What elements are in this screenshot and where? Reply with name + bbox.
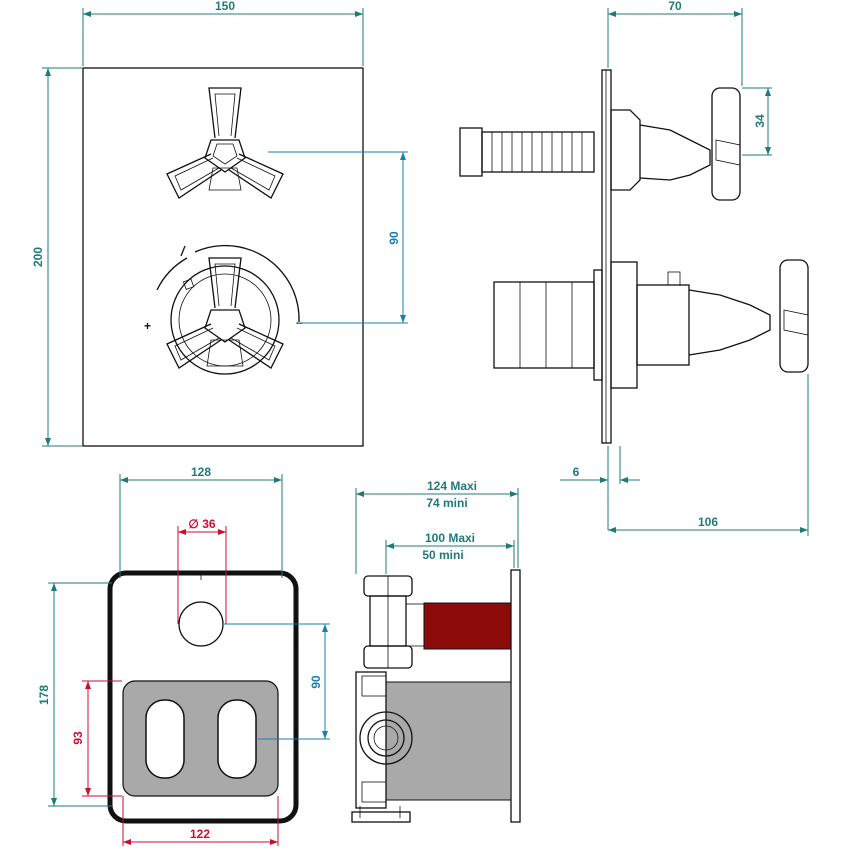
box-diameter-label: ∅ 36 bbox=[188, 517, 215, 531]
side-view: 70 34 6 106 bbox=[459, 0, 809, 536]
box-inner-max-label: 100 Maxi bbox=[425, 531, 475, 545]
box-spacing-label: 90 bbox=[309, 675, 323, 689]
side-plate-label: 6 bbox=[573, 465, 580, 479]
box-height-label: 178 bbox=[37, 685, 51, 705]
box-width-label: 128 bbox=[191, 465, 211, 479]
box-round-hole bbox=[178, 601, 224, 647]
side-plate bbox=[601, 69, 612, 444]
box-inner-min-label: 50 mini bbox=[422, 548, 463, 562]
plus-symbol: + bbox=[144, 319, 151, 333]
lower-spindle-icon bbox=[493, 259, 809, 389]
upper-handle-icon bbox=[166, 87, 284, 199]
box-max-label: 124 Maxi bbox=[427, 479, 477, 493]
box-min-label: 74 mini bbox=[426, 496, 467, 510]
side-total-label: 106 bbox=[698, 515, 718, 529]
box-side-view: 124 Maxi 74 mini 100 Maxi 50 mini bbox=[351, 479, 521, 823]
faceplate-front-view: + − 150 200 90 bbox=[31, 0, 408, 447]
lower-dial-icon bbox=[156, 244, 300, 375]
faceplate-outline bbox=[82, 67, 364, 447]
red-pipe bbox=[423, 602, 512, 650]
box-side-plate bbox=[510, 569, 521, 823]
side-depth-label: 70 bbox=[668, 0, 682, 13]
box-left-slot bbox=[145, 699, 185, 779]
faceplate-spacing-label: 90 bbox=[387, 231, 401, 245]
gray-body bbox=[385, 681, 512, 801]
valve-body-icon bbox=[351, 575, 425, 823]
box-front-view: 128 ∅ 36 178 93 90 122 bbox=[37, 465, 330, 846]
faceplate-width-label: 150 bbox=[215, 0, 235, 13]
side-handle-label: 34 bbox=[753, 114, 767, 128]
box-opening-height-label: 93 bbox=[71, 731, 85, 745]
upper-spindle-icon bbox=[459, 87, 741, 201]
box-right-slot bbox=[217, 699, 257, 779]
faceplate-height-label: 200 bbox=[31, 247, 45, 267]
box-opening-width-label: 122 bbox=[190, 827, 210, 841]
